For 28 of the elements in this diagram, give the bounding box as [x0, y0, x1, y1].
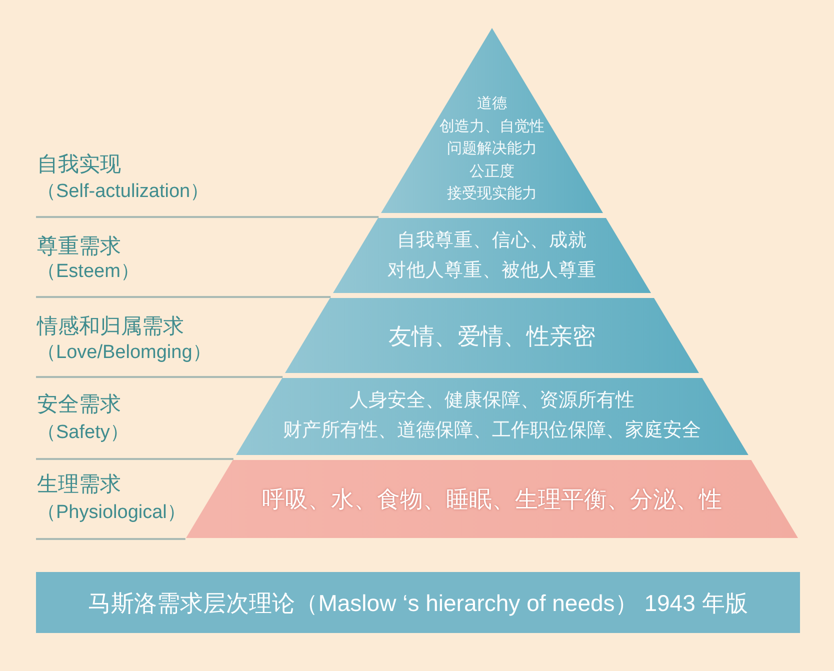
pyramid-tier [381, 28, 603, 213]
tier-text: 财产所有性、道德保障、工作职位保障、家庭安全 [282, 418, 701, 442]
level-label: 安全需求 [37, 392, 121, 418]
pyramid-tier [333, 218, 651, 293]
banner-title: 马斯洛需求层次理论（Maslow ‘s hierarchy of needs） 1943 年版 [88, 588, 748, 618]
tier-text: 问题解决能力 [447, 139, 537, 160]
level-label: （Esteem） [37, 260, 140, 284]
pyramid-tier [236, 378, 748, 455]
tier-text: 接受现实能力 [447, 184, 537, 204]
tier-text: 道德 [477, 94, 507, 114]
tier-text: 友情、爱情、性亲密 [388, 322, 596, 350]
level-label: （Love/Belomging） [37, 341, 212, 365]
title-banner [36, 572, 800, 633]
level-label: 情感和归属需求 [37, 314, 184, 340]
level-label: 生理需求 [37, 472, 121, 498]
level-label: （Self-actulization） [37, 180, 210, 204]
level-label: 自我实现 [37, 152, 121, 178]
level-label: （Physiological） [37, 501, 186, 525]
tier-text: 呼吸、水、食物、睡眠、生理平衡、分泌、性 [262, 485, 722, 514]
pyramid-tier [186, 460, 798, 538]
tier-text: 对他人尊重、被他人尊重 [388, 258, 596, 282]
pyramid-tier [285, 298, 699, 373]
level-label: 尊重需求 [37, 234, 121, 260]
tier-text: 公正度 [470, 162, 514, 182]
tier-text: 自我尊重、信心、成就 [397, 228, 587, 252]
tier-text: 人身安全、健康保障、资源所有性 [349, 388, 634, 412]
level-label: （Safety） [37, 421, 129, 445]
tier-text: 创造力、自觉性 [440, 116, 544, 137]
